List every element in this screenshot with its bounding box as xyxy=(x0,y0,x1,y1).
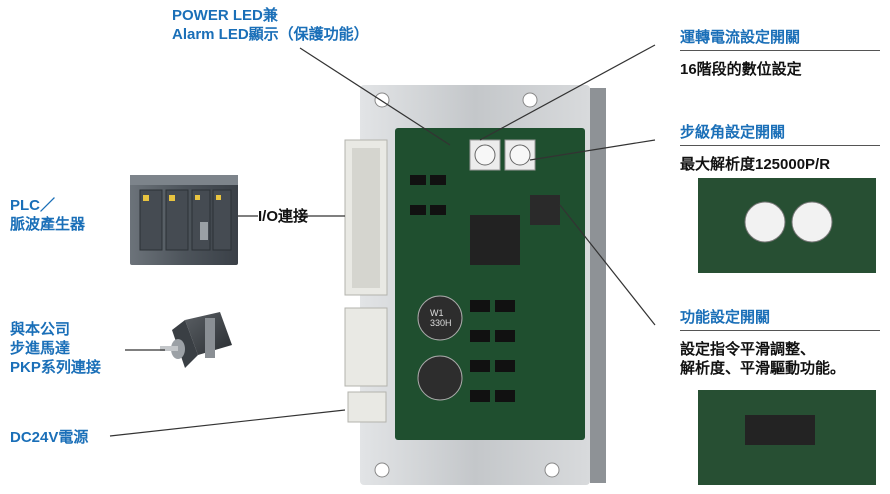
func-desc-line2: 解析度、平滑驅動功能。 xyxy=(680,360,846,377)
func-desc-line1: 設定指令平滑調整、 xyxy=(680,341,816,358)
io-connect-label: I/O連接 xyxy=(258,208,309,225)
plc-device-image xyxy=(130,175,238,265)
motor-line2: 步進馬達 xyxy=(10,340,71,357)
function-switch-title: 功能設定開關 xyxy=(680,308,880,331)
inset-step-switch xyxy=(698,178,876,273)
power-led-label: POWER LED兼 Alarm LED顯示（保護功能） xyxy=(172,6,369,44)
motor-line3: PKP系列連接 xyxy=(10,359,101,376)
motor-label: 與本公司 步進馬達 PKP系列連接 xyxy=(10,320,101,377)
capacitor-label-1: W1 330H xyxy=(430,308,452,328)
cap-text-line2: 330H xyxy=(430,318,452,328)
cap-text-line1: W1 xyxy=(430,308,444,318)
power-led-line2: Alarm LED顯示（保護功能） xyxy=(172,26,369,43)
leader-lines xyxy=(109,44,656,437)
function-switch-desc: 設定指令平滑調整、 解析度、平滑驅動功能。 xyxy=(680,340,845,378)
plc-line2: 脈波產生器 xyxy=(10,216,86,233)
driver-pcb xyxy=(344,128,585,440)
step-switch-desc: 最大解析度125000P/R xyxy=(680,156,831,173)
plc-label: PLC／ 脈波產生器 xyxy=(10,196,85,234)
power-supply-label: DC24V電源 xyxy=(10,429,89,446)
inset-function-switch xyxy=(698,390,876,485)
power-led-line1: POWER LED兼 xyxy=(172,7,278,24)
step-switch-title: 步級角設定開關 xyxy=(680,123,880,146)
current-switch-desc: 16階段的數位設定 xyxy=(680,61,802,78)
motor-line1: 與本公司 xyxy=(10,321,71,338)
plc-line1: PLC／ xyxy=(10,197,56,214)
stepper-motor-image xyxy=(160,312,232,368)
current-switch-title: 運轉電流設定開關 xyxy=(680,28,880,51)
